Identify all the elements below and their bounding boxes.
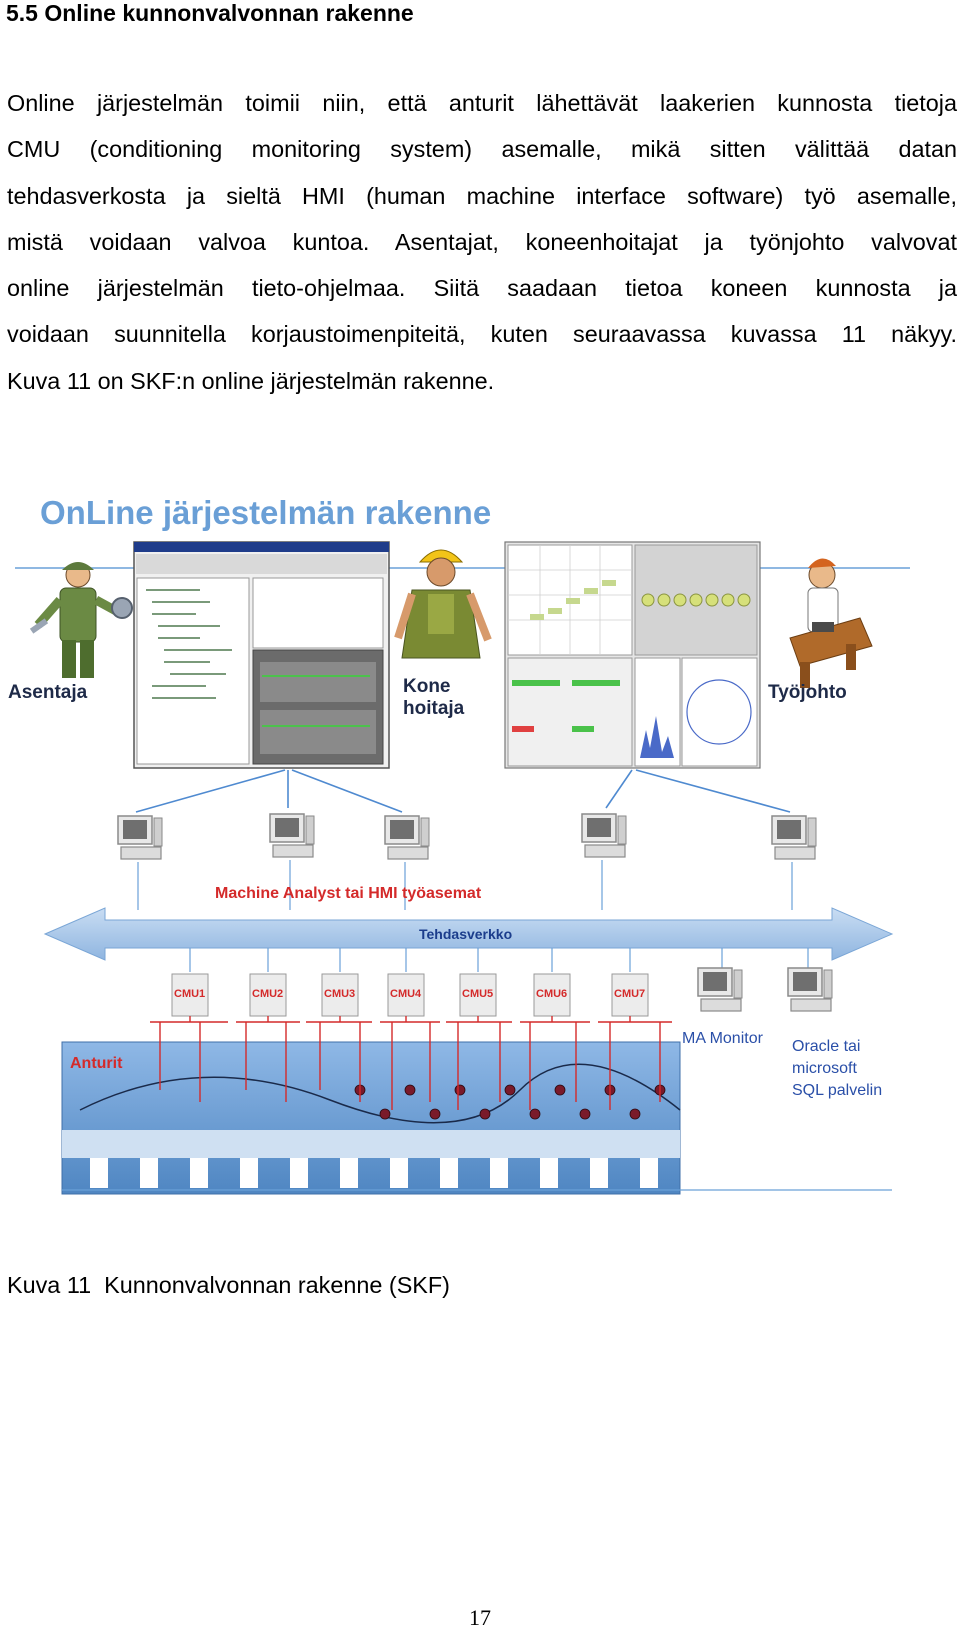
workstations-label: Machine Analyst tai HMI työasemat [215,885,482,902]
hmi-software-screenshot [133,541,390,769]
body-paragraph: Online järjestelmän toimii niin, että an… [7,80,957,404]
operator-icon [394,549,492,659]
cmu-label: CMU5 [462,988,493,1000]
figure-caption: Kuva 11 Kunnonvalvonnan rakenne (SKF) [7,1272,450,1298]
paragraph-line: CMU (conditioning monitoring system) ase… [7,136,957,163]
paper-machine-diagram [61,1041,681,1195]
cmu-label: CMU4 [390,988,422,1000]
ma-monitor-label: MA Monitor [682,1030,764,1047]
paragraph-line: Online järjestelmän toimii niin, että an… [7,90,957,116]
asentaja-label: Asentaja [8,682,88,703]
factory-network-arrow [43,907,894,961]
supervisor-icon [789,558,873,688]
ma-monitor-pc-icon [697,967,743,1012]
cmu-unit: CMU6 [533,973,571,1017]
paragraph-line: Kuva 11 on SKF:n online järjestelmän rak… [7,367,495,394]
section-heading: 5.5 Online kunnonvalvonnan rakenne [6,0,414,26]
online-system-figure: OnLine järjestelmän rakenne Asentaja [0,490,960,1270]
cmu-label: CMU2 [252,988,283,1000]
server-label: Oracle tai microsoft SQL palvelin [792,1038,882,1099]
server-label-line: Oracle tai [792,1038,860,1055]
cmu-unit: CMU2 [249,973,287,1017]
workstation-icon [117,815,163,860]
mechanic-icon [29,562,133,678]
tyojohto-label: Työjohto [768,682,847,703]
paragraph-line: tehdasverkosta ja sieltä HMI (human mach… [7,182,957,209]
figure-title: OnLine järjestelmän rakenne [40,494,491,531]
workstation-icon [771,815,817,860]
workstation-icon [384,815,430,860]
paragraph-line: mistä voidaan valvoa kuntoa. Asentajat, … [7,228,957,255]
hoitaja-label: hoitaja [403,698,465,719]
sensor-cables [150,1016,672,1110]
paragraph-line: online järjestelmän tieto-ohjelmaa. Siit… [7,275,957,302]
figure-diagram: OnLine järjestelmän rakenne Asentaja [8,494,910,1195]
cmu-label: CMU7 [614,988,645,1000]
cmu-unit: CMU4 [387,973,425,1017]
cmu-unit: CMU1 [171,973,209,1017]
connection-arrows [135,769,791,813]
analysis-screenshot [504,541,761,769]
sensors-label: Anturit [70,1055,123,1072]
network-label: Tehdasverkko [419,926,512,942]
cmu-unit: CMU5 [459,973,497,1017]
workstation-icon [269,813,315,858]
server-pc-icon [787,967,833,1012]
kone-label: Kone [403,676,451,697]
cmu-unit: CMU3 [321,973,359,1017]
cmu-label: CMU3 [324,988,355,1000]
server-label-line: SQL palvelin [792,1082,882,1099]
page-number: 17 [469,1605,491,1630]
workstation-icon [581,813,627,858]
server-label-line: microsoft [792,1060,857,1077]
cmu-label: CMU6 [536,988,567,1000]
cmu-unit: CMU7 [611,973,649,1017]
paragraph-line: voidaan suunnitella korjaustoimenpiteitä… [7,321,957,348]
cmu-label: CMU1 [174,988,205,1000]
